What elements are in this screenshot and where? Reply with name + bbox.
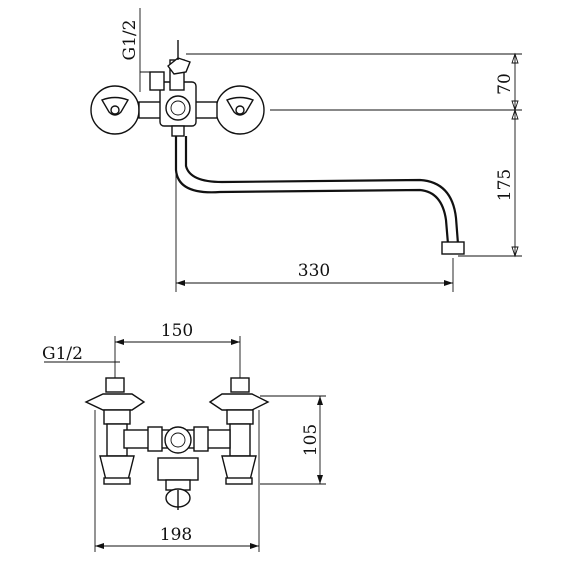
front-view: G1/2 150 105 xyxy=(42,321,326,552)
thread-label-top: G1/2 xyxy=(120,20,140,61)
mixer-body-top xyxy=(149,40,197,137)
spout-top xyxy=(174,136,450,245)
dim-70-label: 70 xyxy=(495,73,515,95)
left-handle-top xyxy=(90,85,162,135)
dim-330-label: 330 xyxy=(298,261,330,281)
left-inlet-front xyxy=(84,377,146,485)
dimension-arrows-105 xyxy=(317,396,323,484)
dim-175-label: 175 xyxy=(495,169,515,201)
dim-105-label: 105 xyxy=(301,424,321,456)
thread-label-front: G1/2 xyxy=(42,344,83,364)
dim-150-label: 150 xyxy=(161,321,193,341)
spout-aerator xyxy=(441,241,465,255)
dimension-arrows-vertical xyxy=(511,52,519,258)
right-inlet-front xyxy=(208,377,270,485)
top-view: 70 175 G1/2 xyxy=(90,8,522,292)
dim-198-label: 198 xyxy=(160,525,192,545)
right-handle-top xyxy=(194,85,265,135)
spout-top-outer xyxy=(184,136,460,245)
mixer-body-front xyxy=(123,426,231,510)
